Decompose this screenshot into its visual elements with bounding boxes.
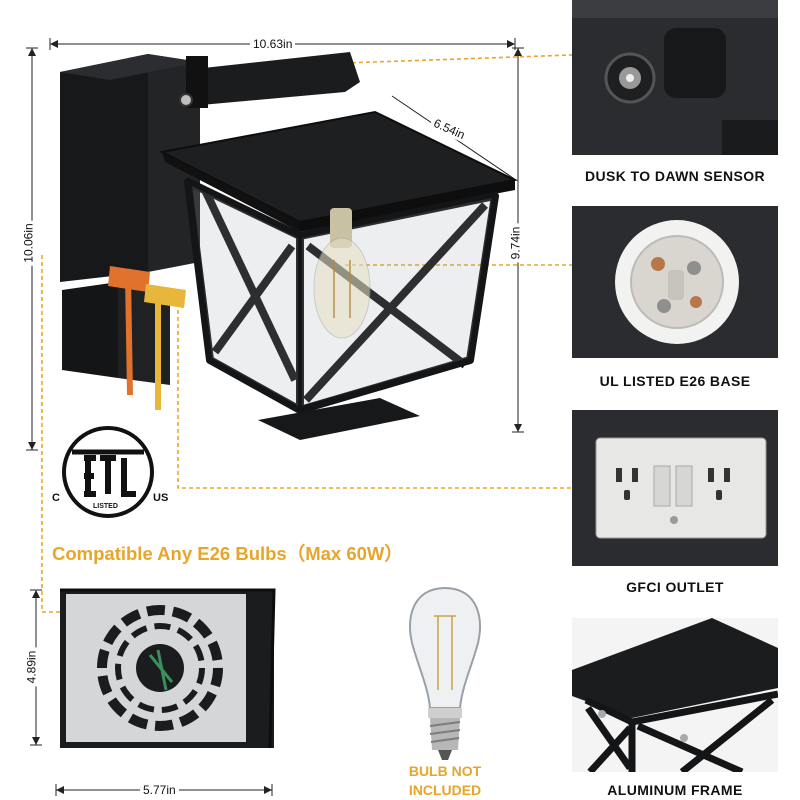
feature-panel-outlet bbox=[572, 410, 778, 566]
feature-panel-socket bbox=[572, 206, 778, 358]
dim-height-total-label: 10.06in bbox=[21, 220, 36, 266]
leader-sensor bbox=[344, 54, 573, 64]
leader-lines bbox=[41, 54, 573, 613]
feature-caption-sensor: DUSK TO DAWN SENSOR bbox=[584, 168, 766, 184]
dim-plate-height-label: 4.89in bbox=[24, 647, 39, 687]
feature-caption-socket: UL LISTED E26 BASE bbox=[599, 373, 751, 389]
feature-panel-frame bbox=[572, 618, 778, 772]
bulb-note-line-1: BULB NOT bbox=[408, 763, 482, 779]
dim-height-lantern-label: 9.74in bbox=[508, 223, 523, 263]
socket-icon bbox=[615, 220, 739, 344]
sensor-icon bbox=[572, 0, 778, 155]
etl-right-mark: US bbox=[153, 492, 169, 504]
leader-outlet bbox=[177, 310, 572, 489]
feature-caption-frame: ALUMINUM FRAME bbox=[607, 782, 743, 798]
mounting-plate bbox=[60, 588, 276, 749]
leader-plate bbox=[41, 255, 60, 613]
bulb-note-line-2: INCLUDED bbox=[408, 782, 482, 798]
dim-plate-width-label: 5.77in bbox=[140, 783, 179, 797]
etl-listed-logo bbox=[62, 426, 154, 518]
frame-icon bbox=[572, 618, 778, 772]
led-bulb bbox=[409, 586, 481, 760]
feature-panel-sensor bbox=[572, 0, 778, 155]
outlet-icon bbox=[595, 437, 767, 539]
etl-bottom-mark: LISTED bbox=[93, 503, 118, 510]
dim-width-label: 10.63in bbox=[250, 37, 296, 51]
etl-left-mark: C bbox=[52, 492, 60, 504]
dimension-arrows bbox=[28, 40, 522, 794]
compatibility-text: Compatible Any E26 Bulbs（Max 60W） bbox=[52, 543, 403, 564]
feature-caption-outlet: GFCI OUTLET bbox=[626, 579, 724, 595]
wall-lantern bbox=[60, 52, 519, 440]
